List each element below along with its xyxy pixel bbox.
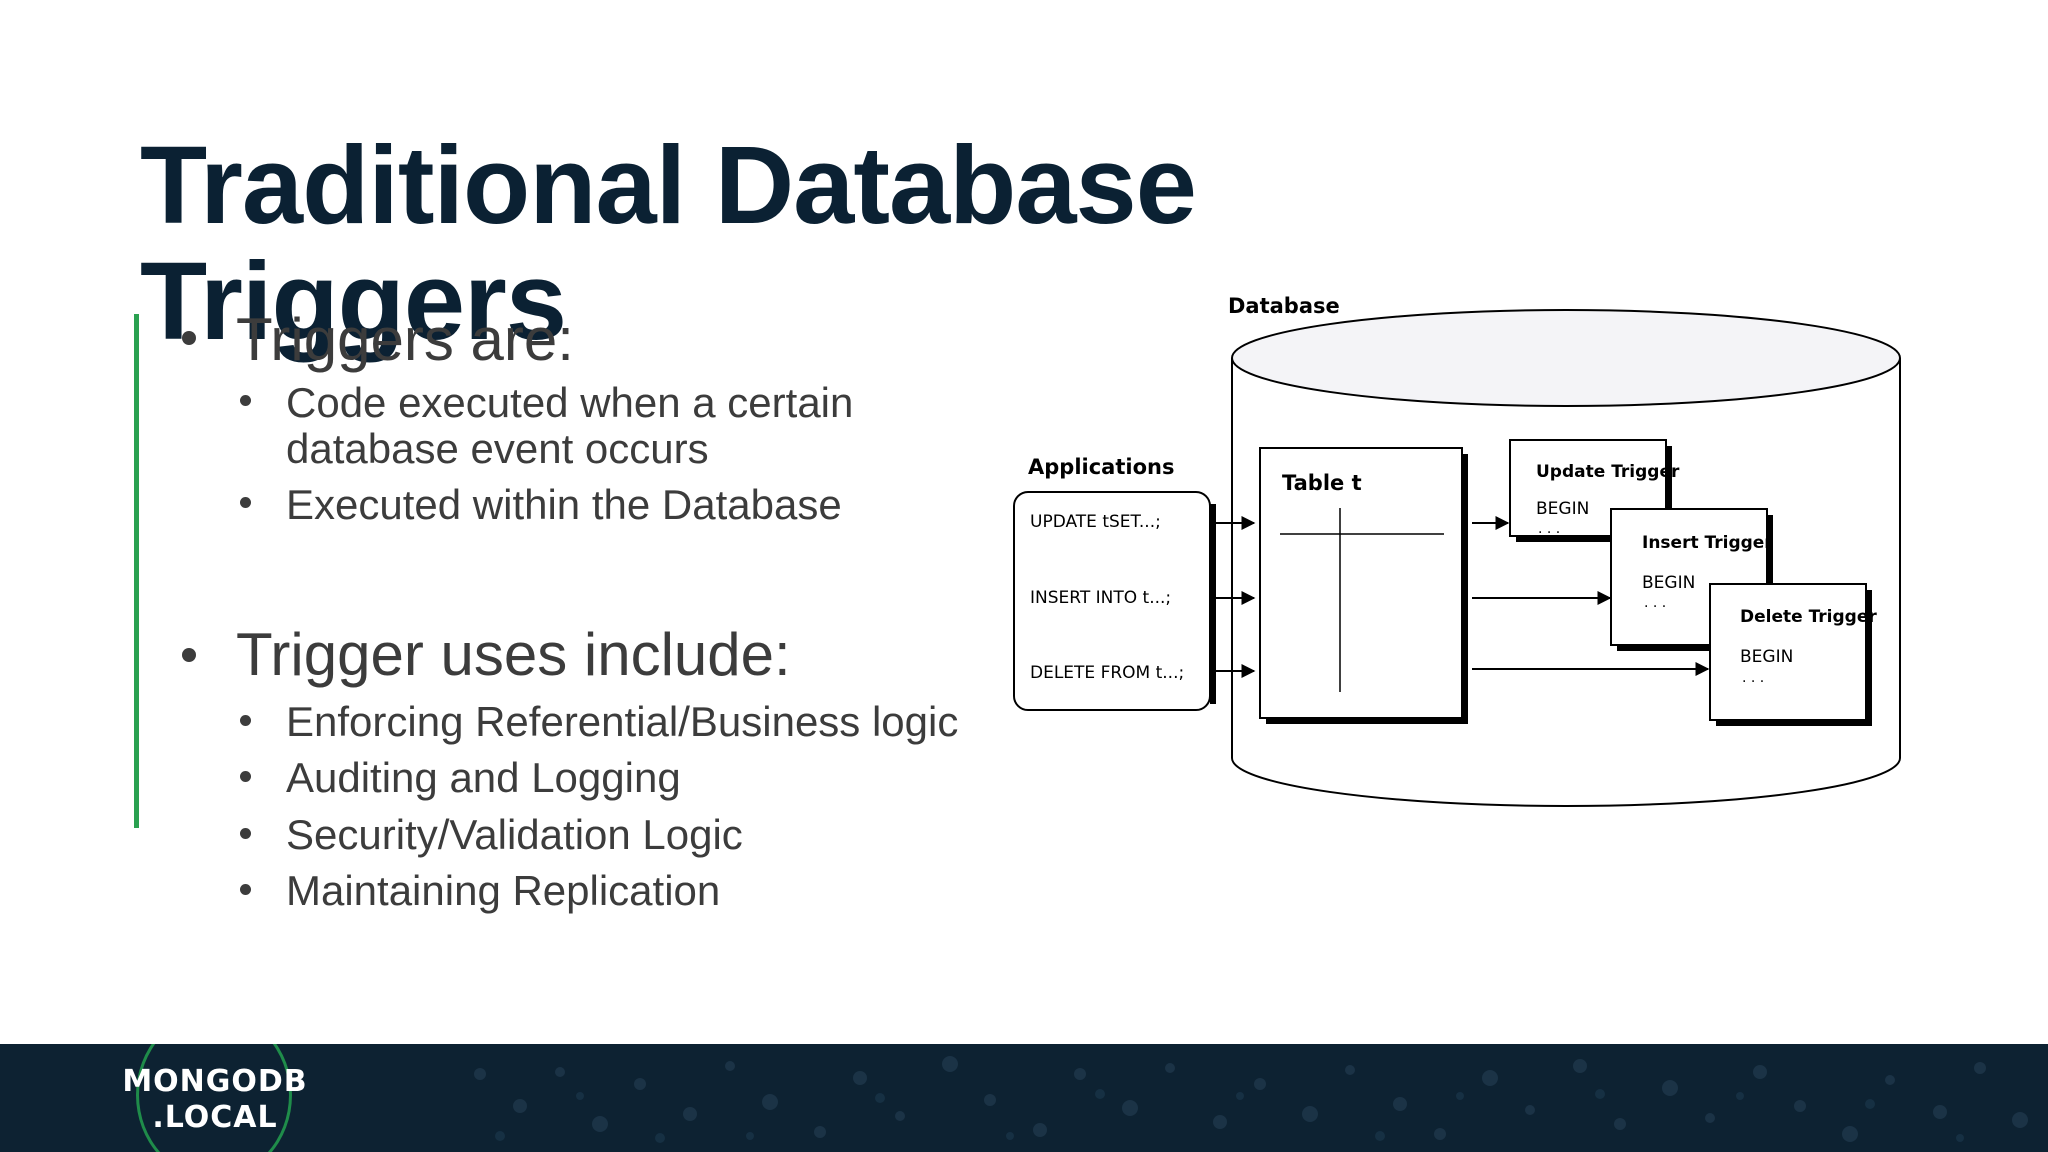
bullet-dot <box>240 497 251 508</box>
update-trigger-name: Update Trigger <box>1536 462 1680 482</box>
footer-pattern <box>474 1056 2028 1143</box>
logo-text: MONGODB .LOCAL <box>110 1064 320 1136</box>
delete-trigger-ellipsis: . . . <box>1742 670 1764 686</box>
footer-band: MONGODB .LOCAL <box>0 1044 2048 1152</box>
bullet-dot <box>240 828 251 839</box>
delete-trigger-name: Delete Trigger <box>1740 607 1877 627</box>
applications-box-shadow <box>1210 504 1216 704</box>
accent-bar <box>134 314 139 828</box>
mongodb-local-logo: MONGODB .LOCAL <box>110 1044 330 1152</box>
bullet-dot <box>240 715 251 726</box>
update-trigger-ellipsis: . . . <box>1538 521 1560 537</box>
statement-insert: INSERT INTO t...; <box>1030 588 1171 608</box>
trigger-diagram: Database Applications UPDATE tSET...; IN… <box>1013 294 1901 807</box>
statement-delete: DELETE FROM t...; <box>1030 663 1184 683</box>
bullet-item: Security/Validation Logic <box>286 811 743 858</box>
table-label: Table t <box>1282 471 1362 495</box>
slide-title: Traditional Database Triggers <box>140 124 1197 363</box>
applications-label: Applications <box>1028 455 1174 479</box>
table-t <box>1259 447 1468 724</box>
update-trigger-body: BEGIN <box>1536 499 1589 519</box>
bullet-dot <box>182 331 196 345</box>
bullet-heading-1: Triggers are: <box>236 306 574 373</box>
delete-trigger-body: BEGIN <box>1740 647 1793 667</box>
bullet-item: Executed within the Database <box>286 481 842 528</box>
leaf-icon <box>136 1044 292 1152</box>
insert-trigger-body: BEGIN <box>1642 573 1695 593</box>
bullet-item-continuation: database event occurs <box>286 425 709 472</box>
database-label: Database <box>1228 294 1340 318</box>
delete-trigger-box <box>1709 583 1872 726</box>
statement-update: UPDATE tSET...; <box>1030 512 1161 532</box>
bullet-item: Maintaining Replication <box>286 867 721 914</box>
logo-line-2: .LOCAL <box>152 1100 278 1135</box>
bullet-dot <box>240 771 251 782</box>
bullet-dot <box>240 395 251 406</box>
bullet-heading-2: Trigger uses include: <box>236 621 791 688</box>
bullet-item: Auditing and Logging <box>286 754 681 801</box>
logo-line-1: MONGODB <box>122 1064 308 1099</box>
bullet-item: Enforcing Referential/Business logic <box>286 698 959 745</box>
bullet-list: Triggers are: Code executed when a certa… <box>0 0 1000 1000</box>
bullet-dot <box>240 884 251 895</box>
bullet-dot <box>182 648 196 662</box>
bullet-item: Code executed when a certain <box>286 379 854 426</box>
insert-trigger-name: Insert Trigger <box>1642 533 1773 553</box>
insert-trigger-ellipsis: . . . <box>1644 595 1666 611</box>
